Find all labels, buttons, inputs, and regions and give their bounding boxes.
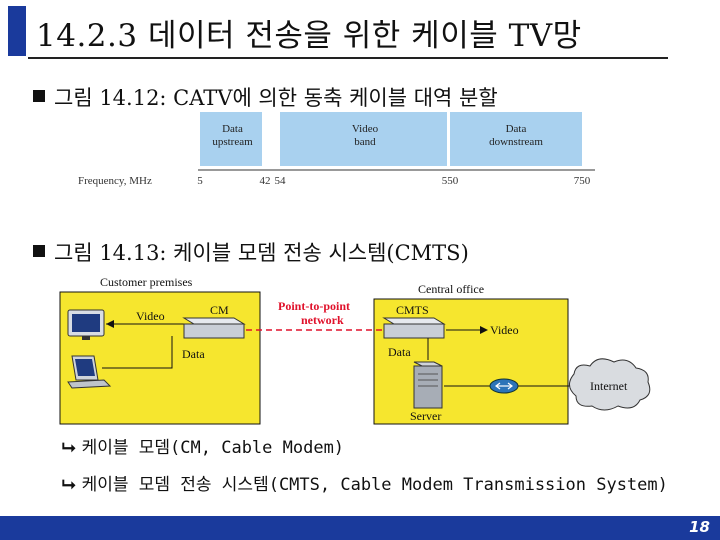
band-2 [450, 112, 582, 166]
footer-bar: 18 [0, 516, 720, 540]
axis-label: Frequency, MHz [78, 175, 152, 187]
internet-cloud-icon [569, 358, 651, 411]
bullet-square-icon [33, 90, 45, 102]
slide-title: 14.2.3 데이터 전송을 위한 케이블 TV망 [36, 18, 582, 54]
tick-label: 42 [260, 175, 271, 187]
band-label: Data [506, 123, 527, 135]
figure2-caption: 그림 14.13: 케이블 모뎀 전송 시스템(CMTS) [54, 241, 469, 265]
page-number: 18 [689, 518, 710, 536]
band-label: upstream [212, 136, 253, 148]
note-cmts: ⮡케이블 모뎀 전송 시스템(CMTS, Cable Modem Transmi… [62, 473, 682, 497]
figure1-caption: 그림 14.12: CATV에 의한 동축 케이블 대역 분할 [54, 86, 498, 110]
video-label-left: Video [136, 309, 165, 323]
video-label-right: Video [490, 323, 519, 337]
bullet-square-icon [33, 245, 45, 257]
tv-icon [67, 309, 105, 340]
title-divider [28, 57, 668, 59]
server-icon [413, 361, 443, 409]
band-0 [200, 112, 262, 166]
title-accent-bar [8, 6, 26, 56]
band-label: Data [222, 123, 243, 135]
cmts-device-icon [382, 317, 446, 339]
tick-label: 550 [442, 175, 459, 187]
arrow-left-icon [106, 320, 114, 328]
data-label-left: Data [182, 347, 205, 361]
band-1 [280, 112, 447, 166]
band-label: Video [352, 123, 379, 135]
data-line-left [102, 336, 173, 369]
cable-modem-icon [182, 317, 246, 339]
network-label-line1: Point-to-point [278, 299, 350, 313]
customer-premises-label: Customer premises [100, 275, 193, 289]
cm-label: CM [210, 303, 229, 317]
arrow-bullet-icon: ⮡ [62, 475, 76, 495]
tick-label: 5 [197, 175, 203, 187]
arrow-right-icon [480, 326, 488, 334]
internet-label: Internet [590, 379, 628, 393]
network-label-line2: network [301, 313, 344, 327]
tick-label: 54 [275, 175, 287, 187]
cmts-label: CMTS [396, 303, 429, 317]
cmts-diagram: Customer premises Central office Video D… [59, 275, 651, 425]
note-text: 케이블 모뎀(CM, Cable Modem) [81, 438, 345, 458]
data-label-right: Data [388, 345, 411, 359]
arrow-bullet-icon: ⮡ [62, 438, 76, 458]
note-cable-modem: ⮡케이블 모뎀(CM, Cable Modem) [62, 433, 344, 458]
band-label: band [354, 136, 376, 148]
note-text: 케이블 모뎀 전송 시스템(CMTS, Cable Modem Transmis… [81, 475, 668, 495]
router-icon [489, 378, 519, 394]
band-label: downstream [489, 136, 543, 148]
central-office-label: Central office [418, 282, 484, 296]
laptop-icon [67, 355, 112, 389]
tick-label: 750 [574, 175, 591, 187]
server-label: Server [410, 409, 441, 423]
